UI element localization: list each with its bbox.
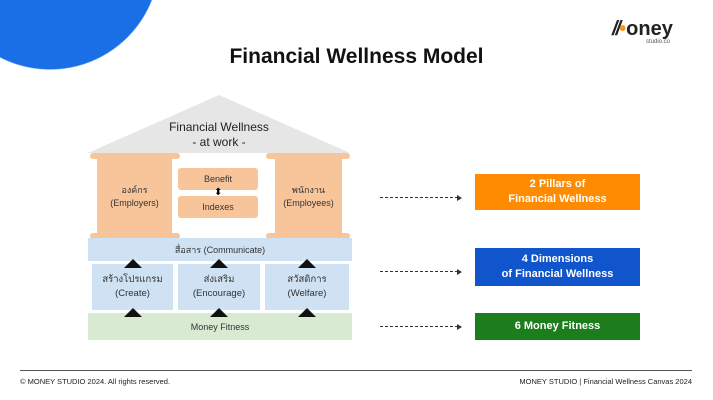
- sub-label: สวัสดิการ: [287, 274, 327, 285]
- dashed-arrow: [380, 326, 458, 327]
- page-title: Financial Wellness Model: [229, 45, 484, 68]
- sub-label: (Encourage): [192, 288, 246, 299]
- sub-label: ส่งเสริม: [203, 274, 235, 285]
- footer-caption: MONEY STUDIO | Financial Wellness Canvas…: [519, 377, 692, 386]
- up-arrow-icon: [210, 259, 228, 268]
- create-box: สร้างโปรแกรม (Create): [92, 264, 173, 310]
- label-line: 2 Pillars of: [529, 178, 586, 190]
- sub-label: สร้างโปรแกรม: [102, 274, 163, 285]
- money-fitness-band: Money Fitness: [88, 313, 352, 340]
- up-arrow-icon: [124, 259, 142, 268]
- pillar-base: [90, 233, 180, 239]
- roof-line: Financial Wellness: [169, 120, 269, 134]
- pillar-label: (Employers): [110, 198, 159, 208]
- up-arrow-icon: [124, 308, 142, 317]
- up-arrow-icon: [298, 308, 316, 317]
- pillar-base: [266, 233, 350, 239]
- arrowhead-icon: [457, 324, 462, 330]
- encourage-box: ส่งเสริม (Encourage): [178, 264, 260, 310]
- dashed-arrow: [380, 271, 458, 272]
- pillars-label: 2 Pillars of Financial Wellness: [475, 174, 640, 210]
- footer-divider: [20, 370, 692, 371]
- double-arrow-icon: ⬍: [214, 187, 223, 198]
- label-line: Financial Wellness: [508, 193, 607, 205]
- welfare-box: สวัสดิการ (Welfare): [265, 264, 349, 310]
- label-line: 4 Dimensions: [521, 253, 594, 265]
- sub-label: (Welfare): [287, 288, 327, 299]
- roof-line: - at work -: [192, 135, 246, 149]
- communicate-band: สื่อสาร (Communicate): [88, 238, 352, 261]
- pillar-label: องค์กร: [121, 185, 148, 195]
- sub-label: (Create): [115, 288, 150, 299]
- benefit-box: Benefit: [178, 168, 258, 190]
- up-arrow-icon: [298, 259, 316, 268]
- pillar-label: (Employees): [283, 198, 334, 208]
- pillar-label: พนักงาน: [291, 185, 326, 195]
- pillar-capital: [90, 153, 180, 159]
- roof: [88, 95, 350, 153]
- money-fitness-label: 6 Money Fitness: [475, 313, 640, 340]
- arrowhead-icon: [457, 195, 462, 201]
- up-arrow-icon: [210, 308, 228, 317]
- dashed-arrow: [380, 197, 458, 198]
- roof-text: Financial Wellness- at work -: [88, 120, 350, 150]
- pillar-capital: [266, 153, 350, 159]
- label-line: of Financial Wellness: [501, 268, 614, 280]
- arrowhead-icon: [457, 269, 462, 275]
- dimensions-label: 4 Dimensions of Financial Wellness: [475, 248, 640, 286]
- indexes-box: Indexes: [178, 196, 258, 218]
- copyright: © MONEY STUDIO 2024. All rights reserved…: [20, 377, 171, 386]
- logo-sub: studio.co: [646, 39, 671, 45]
- pillar-employers: องค์กร (Employers): [97, 158, 172, 236]
- pillar-employees: พนักงาน (Employees): [275, 158, 342, 236]
- decorative-circle: [0, 0, 160, 70]
